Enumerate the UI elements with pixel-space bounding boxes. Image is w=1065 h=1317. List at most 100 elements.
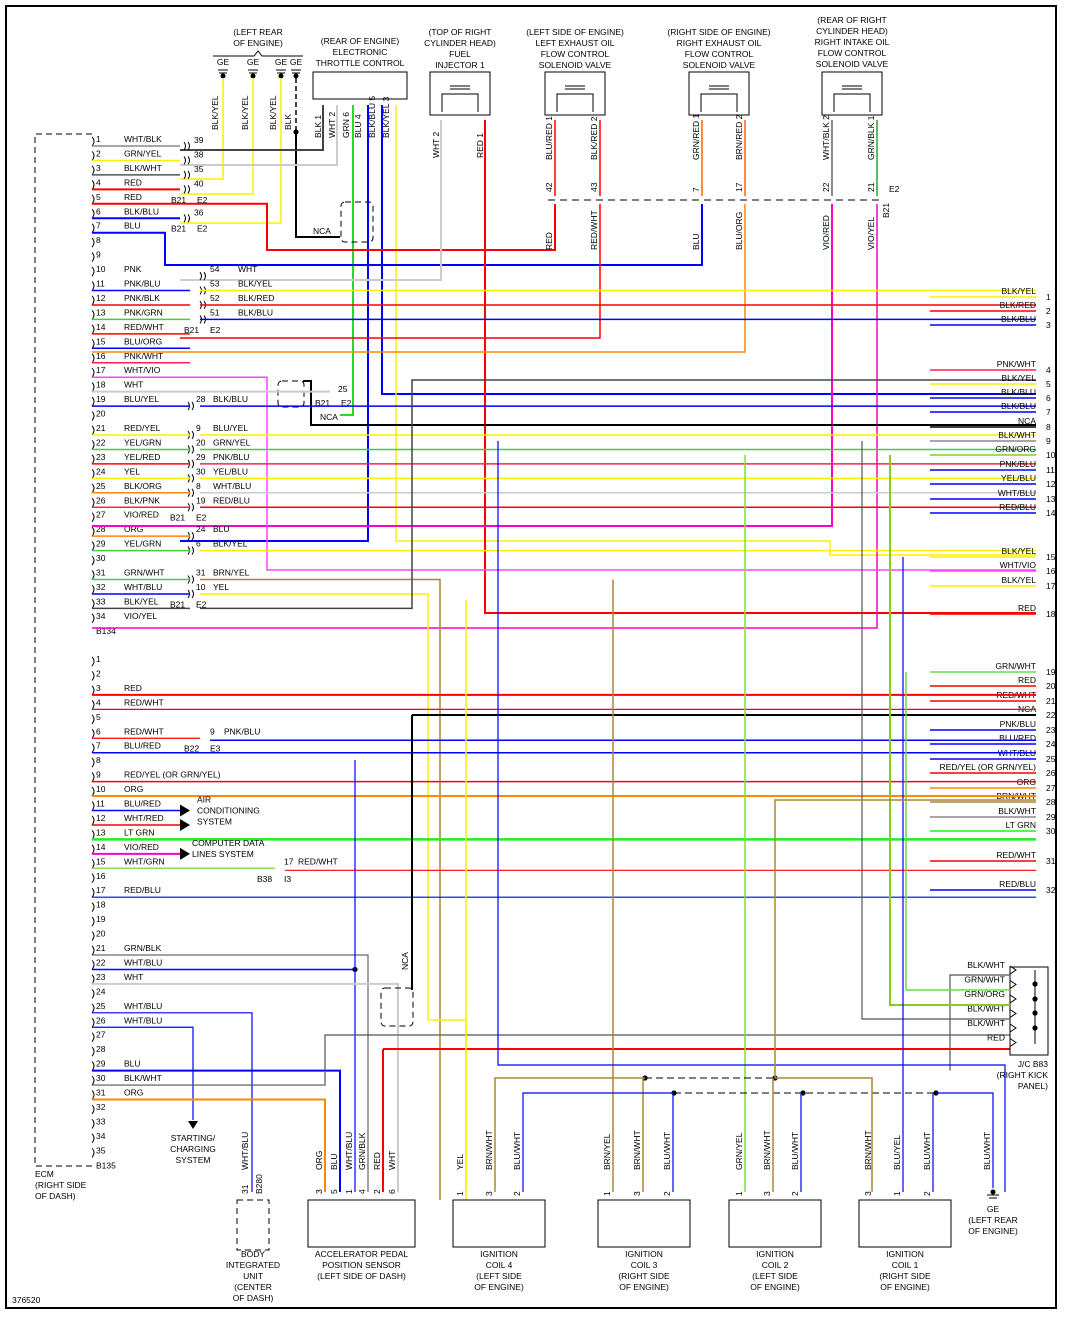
ecm-b135-wire-label: WHT/BLU bbox=[124, 1001, 162, 1011]
throttle-pin-label: GRN 6 bbox=[341, 112, 351, 138]
ecm-b135-wire-label: RED bbox=[124, 683, 142, 693]
ecm-b135-pin-number: 19 bbox=[96, 914, 106, 924]
ecm-b134-wire-label: ORG bbox=[124, 524, 143, 534]
wire-blu bbox=[92, 1069, 341, 1192]
wire-blk bbox=[180, 105, 324, 151]
splice-wire-label: YEL/BLU bbox=[213, 466, 248, 476]
pin-bracket bbox=[91, 136, 95, 147]
pin-bracket bbox=[91, 772, 95, 782]
junction-connector-label: J/C B83 bbox=[1018, 1059, 1049, 1069]
coil-wire-label: GRN/YEL bbox=[734, 1132, 744, 1170]
splice-pin-number: 30 bbox=[196, 466, 206, 476]
body-integrated-unit-label: (CENTER bbox=[234, 1282, 272, 1292]
ecm-b135-pin-number: 10 bbox=[96, 784, 106, 794]
ecm-b134-pin-number: 11 bbox=[96, 279, 105, 289]
right-edge-ref-number: 20 bbox=[1046, 681, 1056, 691]
apps-pin-number: 5 bbox=[329, 1189, 339, 1194]
wire bbox=[774, 799, 1036, 1078]
wire-red bbox=[484, 120, 1036, 614]
pin-bracket bbox=[91, 699, 95, 710]
ecm-b135-pin-number: 18 bbox=[96, 900, 106, 910]
right-edge-wire-label: RED/BLU bbox=[999, 502, 1036, 512]
nca-label: NCA bbox=[313, 226, 331, 236]
ecm-b134-pin-number: 26 bbox=[96, 495, 106, 505]
ignition-coil3-box bbox=[597, 1199, 691, 1248]
wire-wht bbox=[180, 120, 442, 281]
pin-bracket bbox=[91, 310, 95, 320]
pin-bracket bbox=[91, 483, 95, 494]
right-edge-wire-label: BLK/YEL bbox=[1002, 546, 1037, 556]
splice-connector bbox=[183, 170, 190, 180]
ecm-b135-pin-number: 29 bbox=[96, 1059, 106, 1069]
ignition-coil1-label: (RIGHT SIDE bbox=[879, 1271, 931, 1281]
pin-bracket bbox=[91, 353, 95, 364]
right-edge-ref-number: 5 bbox=[1046, 379, 1051, 389]
coil-wire-label: BLU/YEL bbox=[892, 1135, 902, 1170]
accelerator-pedal-sensor-label: ACCELERATOR PEDAL bbox=[315, 1249, 408, 1259]
wire-red-wht bbox=[180, 204, 601, 339]
ecm-b135-pin-number: 31 bbox=[96, 1088, 106, 1098]
ecm-b134-pin-number: 24 bbox=[96, 466, 106, 476]
splice-wire-label: BRN/YEL bbox=[213, 568, 250, 578]
ecm-b134-pin-number: 25 bbox=[96, 481, 106, 491]
pin-bracket bbox=[91, 367, 95, 378]
pin-bracket bbox=[91, 1017, 95, 1028]
ecm-b135-pin-number: 3 bbox=[96, 683, 101, 693]
right-edge-ref-number: 29 bbox=[1046, 812, 1056, 822]
junction-connector-label: (RIGHT KICK bbox=[997, 1070, 1049, 1080]
right-edge-wire-label: PNK/BLU bbox=[1000, 459, 1036, 469]
left-exhaust-solenoid-coil-icon bbox=[556, 85, 594, 112]
splice-e3-label: E3 bbox=[210, 744, 221, 754]
coil-pin-number: 3 bbox=[484, 1191, 494, 1196]
injector-pin-label: RED 1 bbox=[475, 133, 485, 158]
splice-connector bbox=[183, 213, 190, 223]
ecm-b135-pin-number: 33 bbox=[96, 1116, 106, 1126]
junction-connector-label: PANEL) bbox=[1018, 1081, 1048, 1091]
jc-pin bbox=[1009, 1009, 1017, 1018]
ecm-b134-pin-number: 16 bbox=[96, 351, 106, 361]
ecm-b135-wire-label: BLU bbox=[124, 1059, 141, 1069]
ecm-b135-pin-number: 24 bbox=[96, 986, 106, 996]
right-edge-ref-number: 2 bbox=[1046, 306, 1051, 316]
pin-bracket bbox=[91, 324, 95, 335]
right-edge-ref-number: 3 bbox=[1046, 320, 1051, 330]
wire-blu bbox=[180, 105, 369, 542]
ignition-coil2-box bbox=[728, 1199, 822, 1248]
right-edge-ref-number: 18 bbox=[1046, 609, 1056, 619]
right-edge-ref-number: 19 bbox=[1046, 667, 1056, 677]
right-intake-solenoid-label: FLOW CONTROL bbox=[818, 48, 887, 58]
splice-pin-number: 39 bbox=[194, 135, 204, 145]
splice-wire-label: BLK/YEL bbox=[213, 539, 248, 549]
wire-blk-yel bbox=[395, 105, 1036, 556]
pin-bracket bbox=[91, 223, 95, 234]
ecm-b134-wire-label: BLU/ORG bbox=[124, 336, 162, 346]
right-exhaust-solenoid-label: SOLENOID VALVE bbox=[683, 60, 756, 70]
pin-bracket bbox=[91, 179, 95, 190]
ecm-b135-pin-number: 22 bbox=[96, 957, 106, 967]
ignition-coil2-label: OF ENGINE) bbox=[750, 1282, 800, 1292]
splice-pin-number: 29 bbox=[196, 452, 206, 462]
splice-pin-number: 36 bbox=[194, 207, 204, 217]
splice-wire-label: RED/BLU bbox=[213, 495, 250, 505]
wire-blk-blu bbox=[381, 105, 1036, 395]
shield-icon bbox=[380, 987, 414, 1027]
apps-wire-label: WHT/BLU bbox=[344, 1132, 354, 1170]
ecm-b134-pin-number: 23 bbox=[96, 452, 106, 462]
ecm-b135-wire-label: VIO/RED bbox=[124, 842, 159, 852]
ecm-b134-pin-number: 21 bbox=[96, 423, 106, 433]
ecm-b135-wire-label: WHT bbox=[124, 972, 143, 982]
ecm-b135-wire-label: RED/WHT bbox=[124, 697, 164, 707]
ecm-b134-pin-number: 8 bbox=[96, 235, 101, 245]
ecm-b134-wire-label: WHT/BLK bbox=[124, 134, 162, 144]
data-lines-label: LINES SYSTEM bbox=[192, 849, 254, 859]
right-edge-ref-number: 11 bbox=[1046, 465, 1055, 475]
ignition-coil2-label: COIL 2 bbox=[762, 1260, 789, 1270]
ground-wire-label: BLK/YEL bbox=[268, 95, 278, 130]
ecm-b135-pin-number: 25 bbox=[96, 1001, 106, 1011]
ecm-b134-pin-number: 27 bbox=[96, 510, 106, 520]
splice-pin-number: 21 bbox=[866, 182, 876, 192]
right-edge-ref-number: 25 bbox=[1046, 754, 1056, 764]
throttle-control-box bbox=[312, 71, 408, 100]
pin-bracket bbox=[91, 570, 95, 580]
coil-wire-label: BLU/WHT bbox=[922, 1132, 932, 1170]
